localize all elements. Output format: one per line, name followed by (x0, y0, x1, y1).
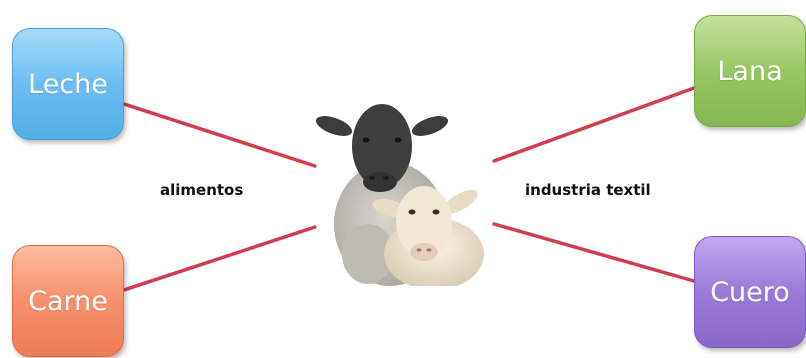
node-carne: Carne (12, 245, 124, 357)
connector-carne (122, 225, 317, 292)
node-carne-label: Carne (28, 285, 108, 317)
edge-label-alimentos: alimentos (160, 181, 244, 199)
node-leche-label: Leche (28, 68, 108, 100)
connector-leche (122, 102, 317, 168)
node-lana-label: Lana (717, 55, 783, 87)
connector-cuero (492, 222, 696, 283)
node-leche: Leche (12, 28, 124, 140)
node-cuero-label: Cuero (710, 276, 790, 308)
node-cuero: Cuero (694, 236, 806, 348)
sheep-icon (315, 104, 484, 286)
edge-label-industria-textil: industria textil (525, 181, 651, 199)
connector-lana (492, 86, 696, 163)
node-lana: Lana (694, 15, 806, 127)
